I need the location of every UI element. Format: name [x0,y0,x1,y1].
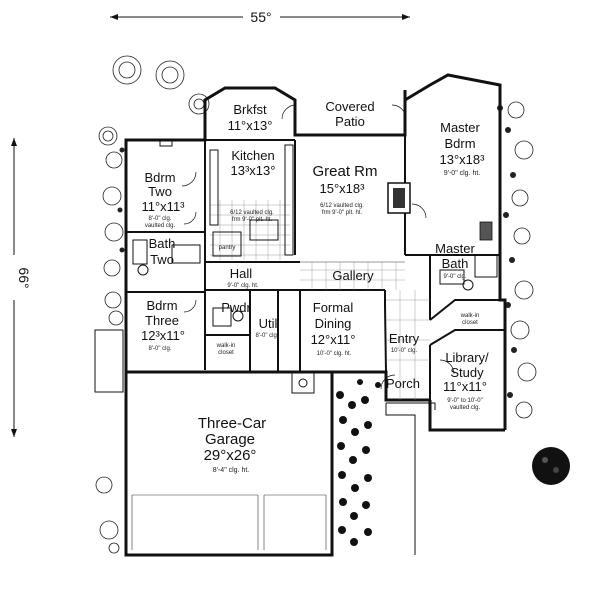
room-kitchen: Kitchen 13³x13° 6/12 vaulted clg. frm 9'… [219,148,276,251]
room-great-room: Great Rm 15°x18³ 6/12 vaulted clg. frm 9… [312,163,377,216]
garage-line2: Garage [205,431,255,448]
room-bedroom-two: Bdrm Two 11°x11³ 8'-0" clg. vaulted clg. [141,170,185,229]
kitchen-name: Kitchen [231,148,274,163]
gallery-grid-floor [300,262,430,400]
hall-name: Hall [230,266,253,281]
garage-entry-steps [291,372,315,394]
utility-name: Util [259,316,278,331]
bath-two-line2: Two [150,252,174,267]
garage-size: 29°x26° [204,447,257,464]
entry-name: Entry [389,331,420,346]
master-bath-line2: Bath [442,256,469,271]
powder-name: Pwdr [221,300,251,315]
walk-in-closet-left-line2: closet [218,350,234,356]
master-bedroom-note: 9'-0" clg. ht. [444,170,481,177]
kitchen-note1: 6/12 vaulted clg. [230,210,274,216]
master-bath-line1: Master [435,241,475,256]
porch-name: Porch [386,376,420,391]
fireplace [387,182,411,214]
room-bath-two: Bath Two [149,236,176,267]
master-bedroom-line1: Master [440,120,480,135]
formal-dining-line1: Formal [313,300,354,315]
hall-note: 9'-0" clg. ht. [227,283,259,289]
walk-in-closet-left-line1: walk-in [216,343,236,349]
garage-line1: Three-Car [198,415,266,432]
formal-dining-note: 10'-0" clg. ht. [317,351,352,357]
interior-walls [126,135,505,400]
room-breakfast: Brkfst 11°x13° [228,102,273,133]
covered-patio-line2: Patio [335,114,365,129]
great-room-size: 15°x18³ [320,181,366,196]
bedroom-two-note1: 8'-0" clg. [149,216,172,222]
kitchen-counters [209,144,294,257]
utility-note: 8'-0" clg. [256,333,279,339]
great-room-note2: frm 9'-0" plt. ht. [322,210,363,216]
room-utility: Util 8'-0" clg. [256,316,279,339]
breakfast-size: 11°x13° [228,118,273,133]
room-covered-patio: Covered Patio [325,99,374,129]
depth-dimension-line [11,138,17,437]
landscape-tree-dark [532,447,570,485]
landscape-shrubs [95,55,537,554]
walk-in-closet-right-line2: closet [462,320,478,326]
formal-dining-size: 12°x11° [311,332,356,347]
bedroom-three-size: 12³x11° [141,328,185,343]
room-master-bath: Master Bath 9'-0" clg. [435,241,475,280]
bedroom-three-line2: Three [145,313,179,328]
room-gallery: Gallery [332,268,374,283]
room-bedroom-three: Bdrm Three 12³x11° 8'-0" clg. [141,298,185,352]
front-planting-bed [336,379,381,546]
room-walk-in-closet-right: walk-in closet [460,313,480,326]
bedroom-two-size: 11°x11³ [141,199,185,214]
library-size: 11°x11° [443,379,487,394]
bedroom-two-line1: Bdrm [144,170,175,185]
bedroom-two-line2: Two [148,184,172,199]
room-garage: Three-Car Garage 29°x26° 8'-4" clg. ht. [198,415,266,474]
room-formal-dining: Formal Dining 12°x11° 10'-0" clg. ht. [311,300,356,357]
room-library: Library/ Study 11°x11° 9'-0" to 10'-0" v… [443,350,489,411]
bath-two-line1: Bath [149,236,176,251]
room-walk-in-closet-left: walk-in closet [216,343,236,356]
bedroom-three-note: 8'-0" clg. [149,346,172,352]
door-swings [181,104,455,390]
library-line2: Study [450,365,484,380]
formal-dining-line2: Dining [315,316,352,331]
kitchen-size: 13³x13° [231,163,276,178]
garage-side-shed [94,329,124,393]
great-room-name: Great Rm [312,163,377,180]
master-bedroom-size: 13°x18³ [440,152,486,167]
bedroom-two-note2: vaulted clg. [145,223,176,229]
room-master-bedroom: Master Bdrm 13°x18³ 9'-0" clg. ht. [440,120,486,177]
width-dimension-label: 55° [250,9,271,25]
walk-in-closet-right-line1: walk-in [460,313,480,319]
room-powder: Pwdr [221,300,251,315]
library-note1: 9'-0" to 10'-0" [447,398,483,404]
kitchen-note2: frm 9'-0" plt. ht. [232,217,273,223]
width-dimension-line [110,14,410,20]
garage-structure [124,370,334,557]
breakfast-name: Brkfst [233,102,267,117]
library-note2: vaulted clg. [450,405,481,411]
great-room-note1: 6/12 vaulted clg. [320,203,364,209]
walkway [385,402,436,555]
master-bath-note: 9'-0" clg. [444,274,467,280]
bedroom-three-line1: Bdrm [146,298,177,313]
library-line1: Library/ [445,350,489,365]
gallery-name: Gallery [332,268,374,283]
covered-patio-line1: Covered [325,99,374,114]
room-hall: Hall 9'-0" clg. ht. [227,266,259,289]
bath-fixtures [132,139,498,327]
room-porch: Porch [386,376,420,391]
pantry-label: pantry [219,245,236,251]
master-bedroom-line2: Bdrm [444,136,475,151]
landscape-dark-shrubs [117,105,517,398]
room-entry: Entry 10'-0" clg. [389,331,420,354]
garage-note: 8'-4" clg. ht. [213,467,250,474]
depth-dimension-label: 66° [16,267,32,288]
entry-note: 10'-0" clg. [391,348,418,354]
kitchen-grid-floor [210,200,290,260]
